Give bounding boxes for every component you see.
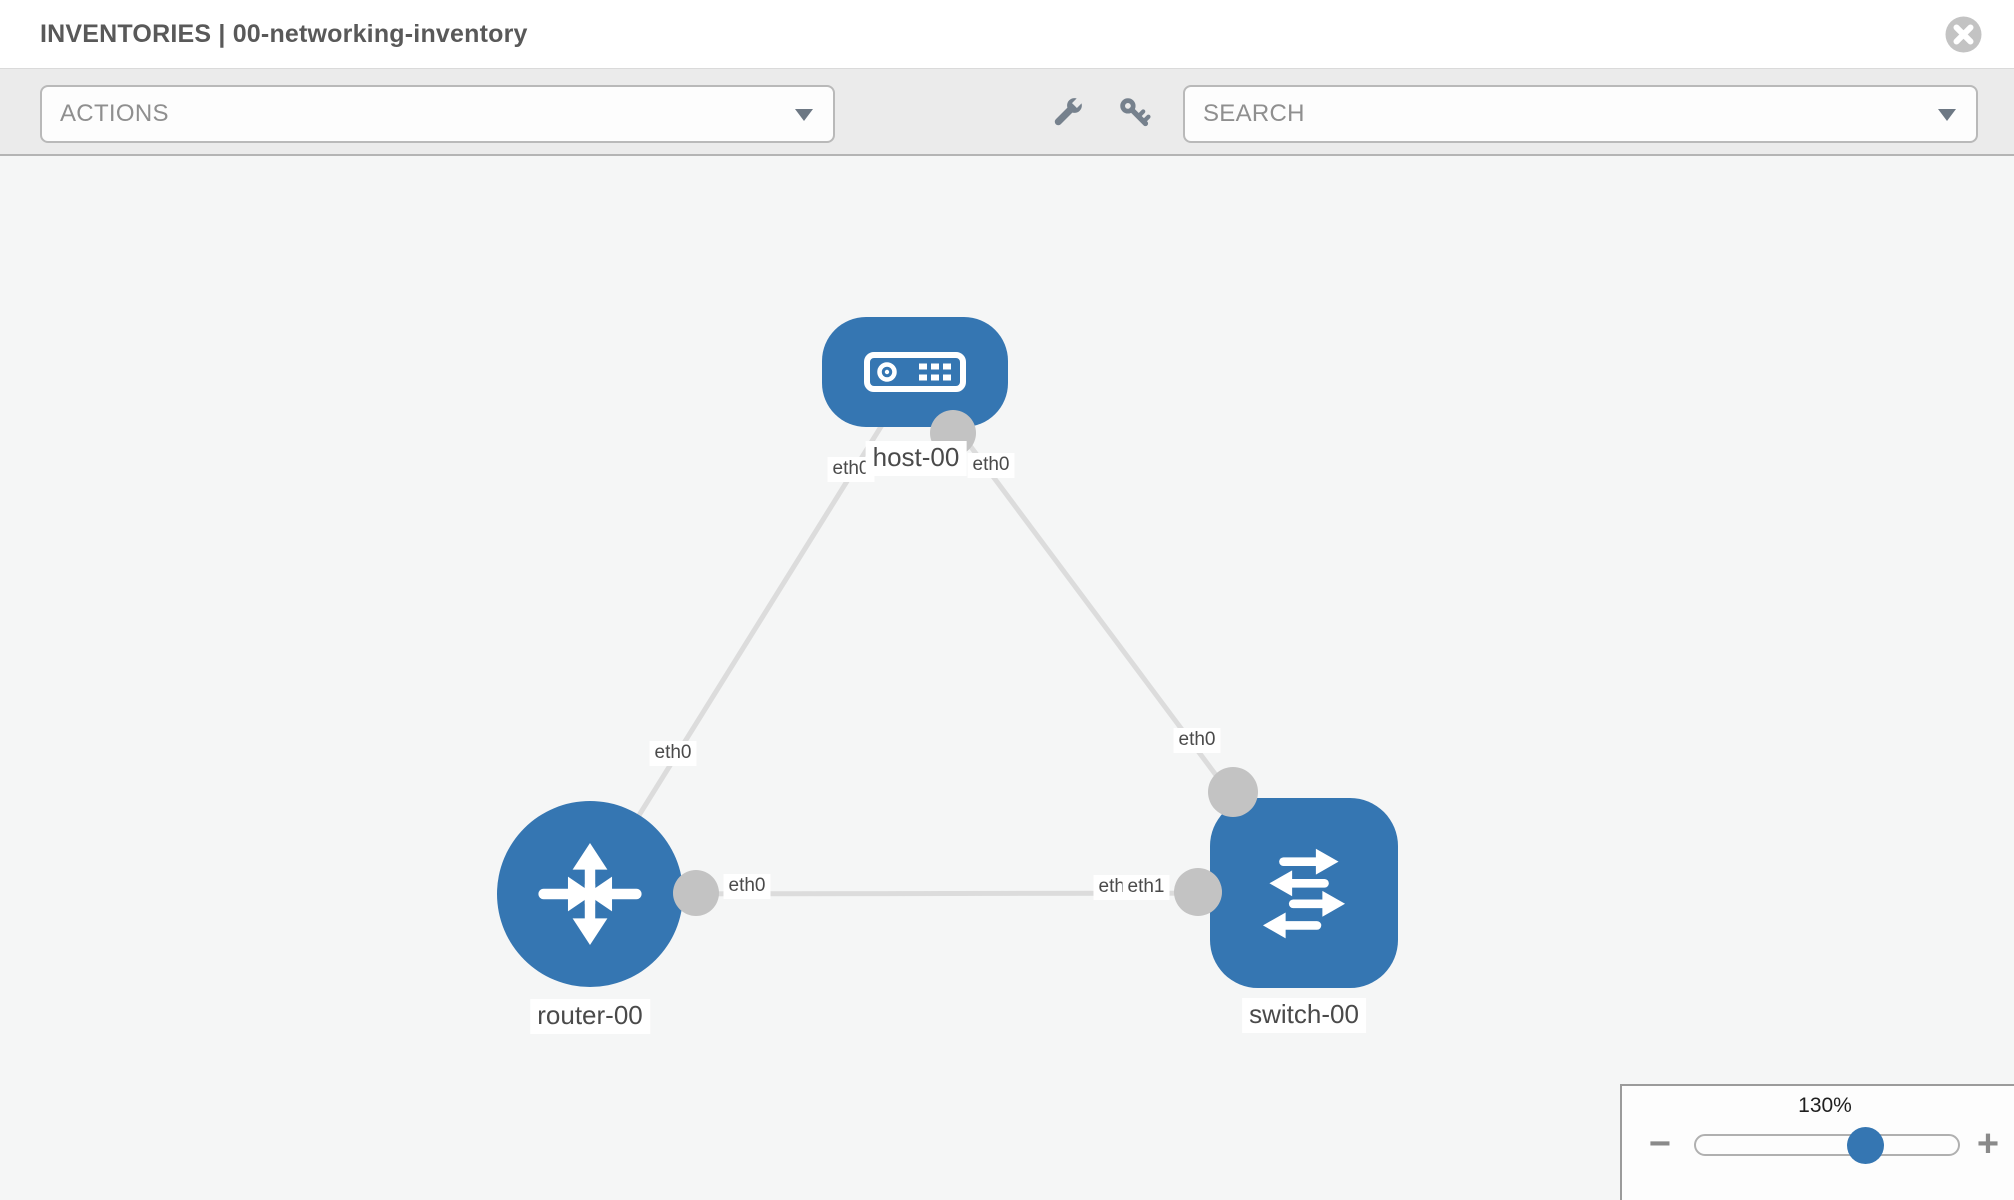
zoom-slider-track[interactable] — [1694, 1134, 1960, 1156]
zoom-control-panel: 130% − + — [1620, 1084, 2014, 1200]
node-label-host: host-00 — [865, 441, 967, 476]
zoom-percent-label: 130% — [1798, 1094, 1852, 1117]
node-host[interactable] — [822, 317, 1008, 427]
interface-ports — [673, 410, 1258, 916]
wrench-button[interactable] — [1047, 94, 1087, 134]
topology-links — [587, 370, 1307, 897]
node-label-router: router-00 — [530, 999, 650, 1034]
search-placeholder: SEARCH — [1203, 100, 1305, 127]
host-icon — [864, 352, 966, 392]
zoom-in-button[interactable]: + — [1966, 1122, 2010, 1166]
switch-icon — [1262, 848, 1346, 939]
chevron-down-icon — [795, 109, 813, 121]
key-button[interactable] — [1115, 94, 1155, 134]
key-icon — [1120, 98, 1151, 127]
topology-canvas[interactable]: eth0 eth0 eth0 eth0 eth0 eth0 eth1 host-… — [0, 156, 2014, 1200]
header: INVENTORIES | 00-networking-inventory — [0, 0, 2014, 68]
router-icon — [538, 842, 642, 946]
close-icon — [1945, 16, 1982, 53]
node-label-switch: switch-00 — [1242, 998, 1366, 1033]
chevron-down-icon — [1938, 109, 1956, 121]
zoom-out-button[interactable]: − — [1638, 1122, 1682, 1166]
search-dropdown[interactable]: SEARCH — [1183, 85, 1978, 143]
actions-dropdown[interactable]: ACTIONS — [40, 85, 835, 143]
iface-label-router-to-switch: eth0 — [723, 874, 771, 899]
iface-label-switch-to-router: eth1 — [1122, 875, 1170, 900]
iface-label-router-to-host: eth0 — [649, 741, 697, 766]
node-router[interactable] — [497, 801, 683, 987]
actions-dropdown-label: ACTIONS — [60, 100, 169, 127]
toolbar: ACTIONS SEARC — [0, 68, 2014, 156]
link-router-switch — [589, 890, 1305, 897]
iface-label-host-to-switch: eth0 — [967, 453, 1015, 478]
node-switch[interactable] — [1210, 798, 1398, 988]
zoom-slider-thumb[interactable] — [1847, 1127, 1884, 1164]
iface-label-switch-to-host: eth0 — [1173, 728, 1221, 753]
close-button[interactable] — [1945, 16, 1982, 53]
page-title: INVENTORIES | 00-networking-inventory — [40, 20, 528, 48]
wrench-icon — [1054, 95, 1085, 126]
